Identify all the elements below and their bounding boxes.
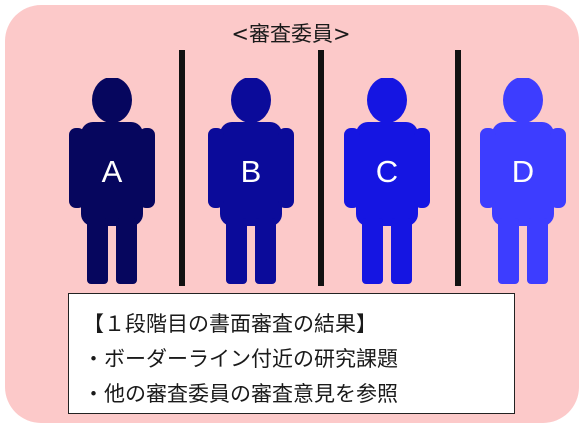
divider-3 xyxy=(455,50,461,286)
reviewer-label: B xyxy=(240,154,262,189)
note-line-2: ・他の審査委員の審査意見を参照 xyxy=(83,382,398,406)
diagram-title: <審査委員> xyxy=(231,22,351,46)
note-heading: 【１段階目の書面審査の結果】 xyxy=(83,312,377,336)
reviewer-figure-b: B xyxy=(206,78,296,288)
person-icon xyxy=(480,78,566,284)
reviewer-figure-d: D xyxy=(478,78,568,288)
reviewer-figure-c: C xyxy=(342,78,432,288)
reviewer-label: A xyxy=(101,154,123,189)
reviewer-figure-a: A xyxy=(67,78,157,288)
person-icon xyxy=(69,78,155,284)
divider-1 xyxy=(179,50,185,286)
divider-2 xyxy=(318,50,324,286)
note-line-1: ・ボーダーライン付近の研究課題 xyxy=(83,347,398,371)
person-icon xyxy=(344,78,430,284)
person-icon xyxy=(208,78,294,284)
reviewer-label: D xyxy=(511,154,535,189)
reviewer-label: C xyxy=(375,154,399,189)
review-notes-box: 【１段階目の書面審査の結果】 ・ボーダーライン付近の研究課題 ・他の審査委員の審… xyxy=(68,293,515,414)
